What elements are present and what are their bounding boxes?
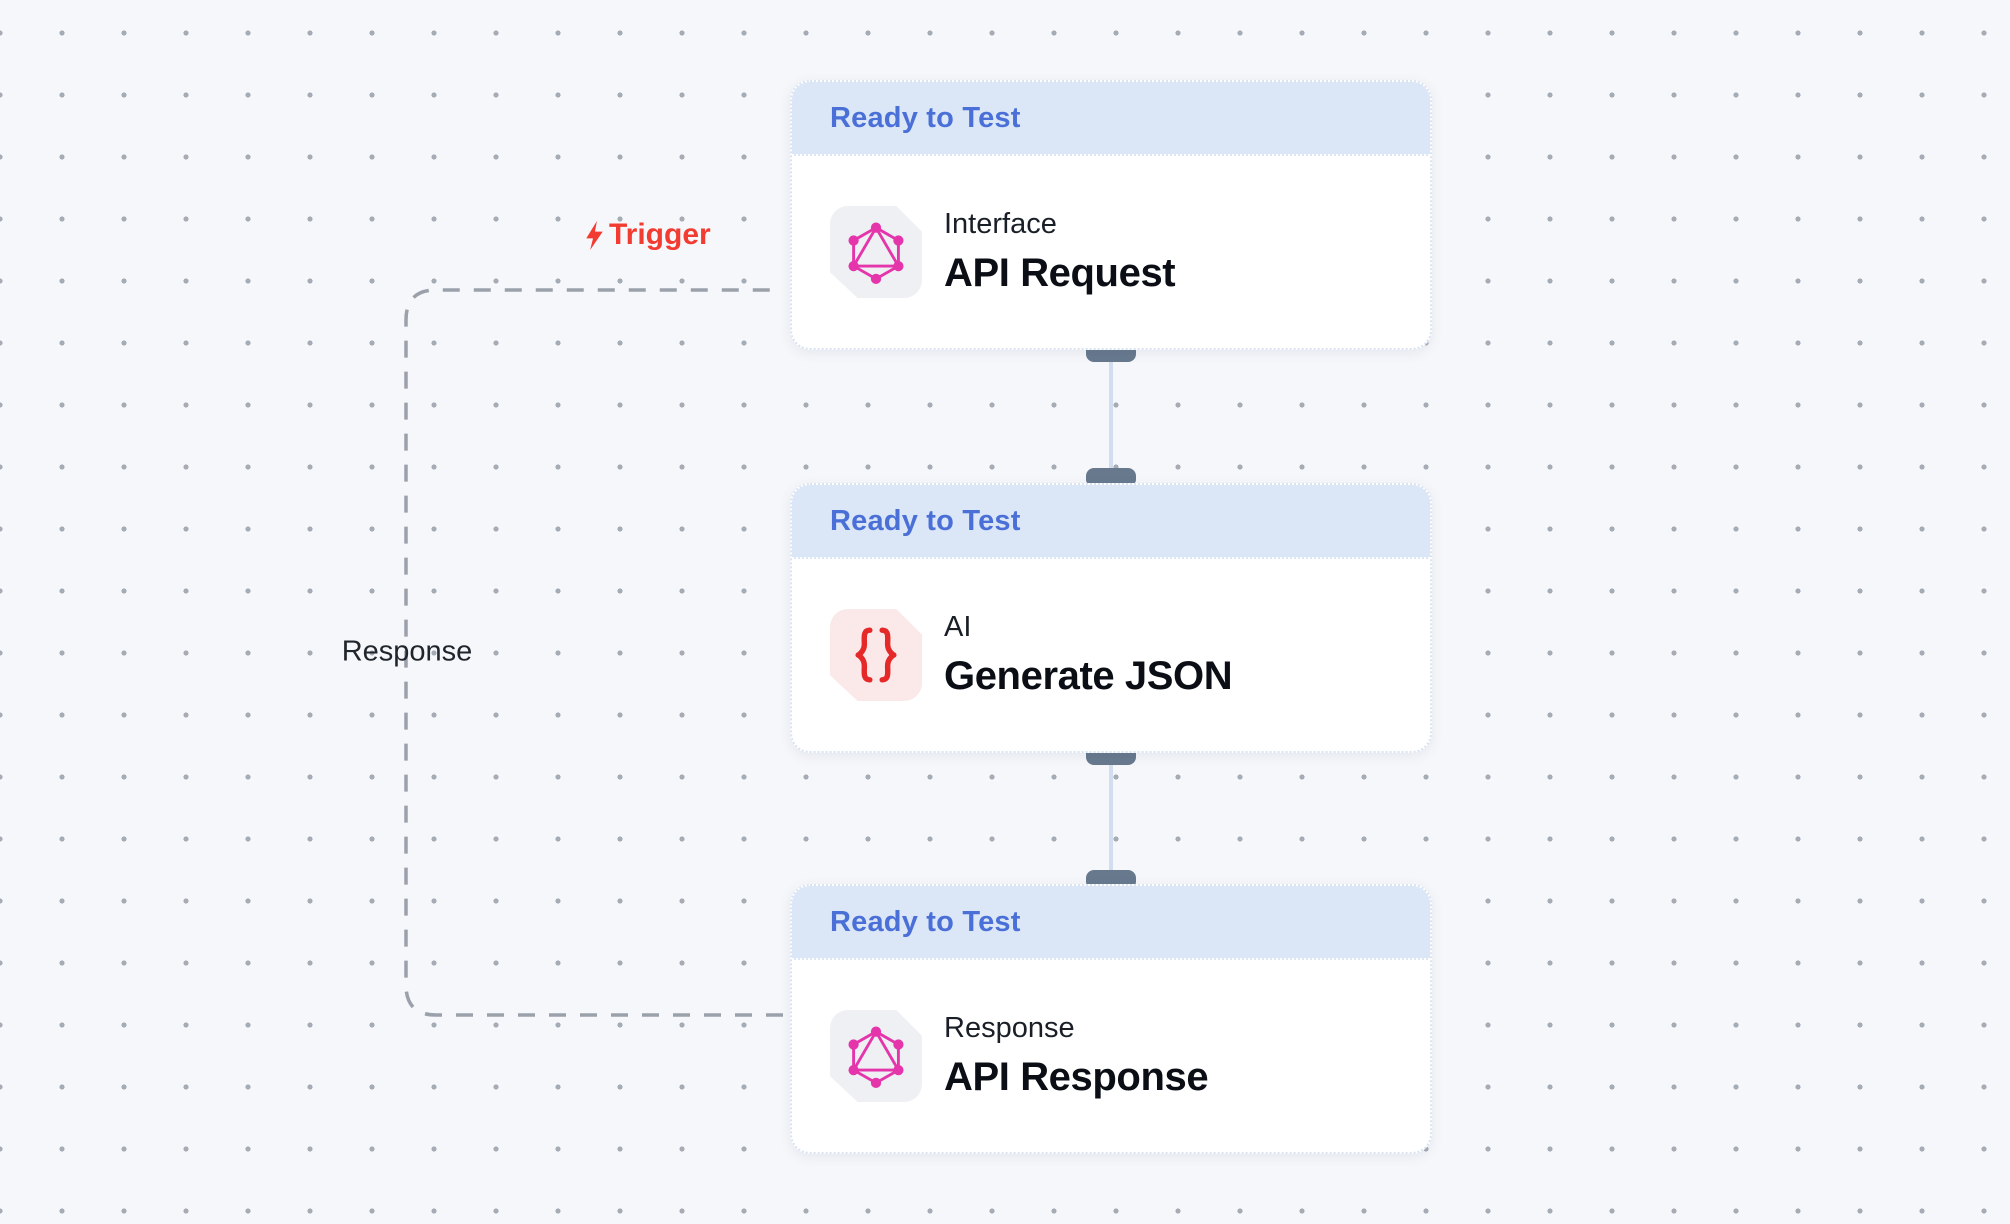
lightning-bolt-icon bbox=[586, 220, 603, 250]
trigger-edge-label: Trigger bbox=[582, 218, 711, 252]
status-badge: Ready to Test bbox=[830, 905, 1021, 938]
output-port-api-request[interactable] bbox=[1086, 346, 1136, 362]
node-api-response[interactable]: Ready to Test Response API bbox=[790, 884, 1432, 1154]
node-body: Response API Response bbox=[792, 960, 1430, 1152]
node-category-label: AI bbox=[944, 611, 972, 644]
node-icon-tile bbox=[830, 206, 922, 298]
node-generate-json[interactable]: Ready to Test AI Generate JSON bbox=[790, 483, 1432, 753]
node-body: Interface API Request bbox=[792, 156, 1430, 348]
input-port-generate-json[interactable] bbox=[1086, 468, 1136, 484]
node-status-header: Ready to Test bbox=[792, 886, 1430, 960]
output-port-generate-json[interactable] bbox=[1086, 749, 1136, 765]
graphql-icon bbox=[848, 222, 904, 284]
node-category-label: Interface bbox=[944, 208, 1057, 241]
node-icon-tile bbox=[830, 1010, 922, 1102]
node-api-request[interactable]: Ready to Test Interface AP bbox=[790, 80, 1432, 350]
status-badge: Ready to Test bbox=[830, 101, 1021, 134]
node-title: API Request bbox=[944, 250, 1176, 295]
node-title: Generate JSON bbox=[944, 653, 1233, 698]
status-badge: Ready to Test bbox=[830, 504, 1021, 537]
node-title: API Response bbox=[944, 1054, 1209, 1099]
trigger-edge-label-text: Trigger bbox=[609, 218, 711, 251]
curly-braces-icon bbox=[855, 627, 897, 683]
node-body: AI Generate JSON bbox=[792, 559, 1430, 751]
node-status-header: Ready to Test bbox=[792, 485, 1430, 559]
node-icon-tile bbox=[830, 609, 922, 701]
node-category-label: Response bbox=[944, 1012, 1075, 1045]
input-port-api-response[interactable] bbox=[1086, 870, 1136, 886]
node-status-header: Ready to Test bbox=[792, 82, 1430, 156]
graphql-icon bbox=[848, 1026, 904, 1088]
connector-line-1 bbox=[1109, 356, 1113, 474]
response-edge-label: Response bbox=[341, 635, 473, 668]
connector-line-2 bbox=[1109, 758, 1113, 876]
